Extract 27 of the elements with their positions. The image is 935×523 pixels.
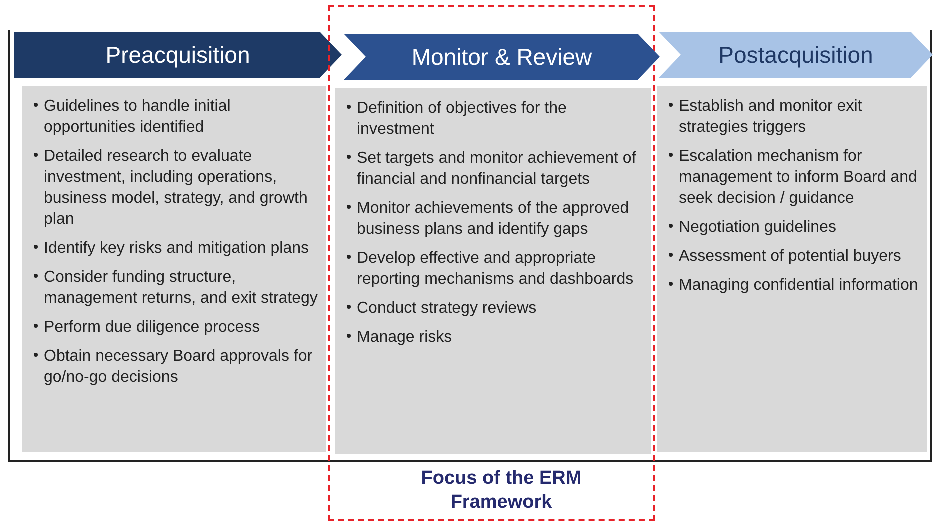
bullet-text: Monitor achievements of the approved business plans and identify gaps [357,200,630,238]
bullet-text: Escalation mechanism for management to inform Board and seek decision / guidance [679,148,918,207]
bullet-text: Guidelines to handle initial opportunities identified [44,98,231,136]
bullet-panel [657,86,927,452]
bullet-text: Establish and monitor exit strategies triggers [679,98,862,136]
bullet-text: Conduct strategy reviews [357,300,537,317]
bullet-text: Develop effective and appropriate reporting mechanisms and dashboards [357,250,634,288]
bullet-text: Identify key risks and mitigation plans [44,240,310,257]
bullet-panel [22,86,326,452]
bullet-text: Detailed research to evaluate investment, including operations, business model, strategy, and growth plan [44,148,308,228]
bullet-text: Assessment of potential buyers [679,248,902,265]
phase-header-banner [14,32,342,78]
phase-header-banner [659,32,933,78]
focus-caption: Focus of the ERM Framework [420,467,583,515]
bullet-text: Obtain necessary Board approvals for go/no-go decisions [44,348,313,386]
phase-title: Postacquisition [718,42,874,68]
bullet-panel [335,88,651,454]
bullet-text: Negotiation guidelines [679,219,836,236]
phase-title: Preacquisition [106,42,250,68]
bullet-text: Manage risks [357,329,452,346]
phase-header-banner [344,34,660,80]
bullet-text: Perform due diligence process [44,319,260,336]
bullet-text: Managing confidential information [679,277,918,294]
bullet-text: Definition of objectives for the investment [357,100,567,138]
bullet-text: Consider funding structure, management returns, and exit strategy [44,269,318,307]
bullet-text: Set targets and monitor achievement of financial and nonfinancial targets [357,150,636,188]
phase-title: Monitor & Review [412,44,592,70]
